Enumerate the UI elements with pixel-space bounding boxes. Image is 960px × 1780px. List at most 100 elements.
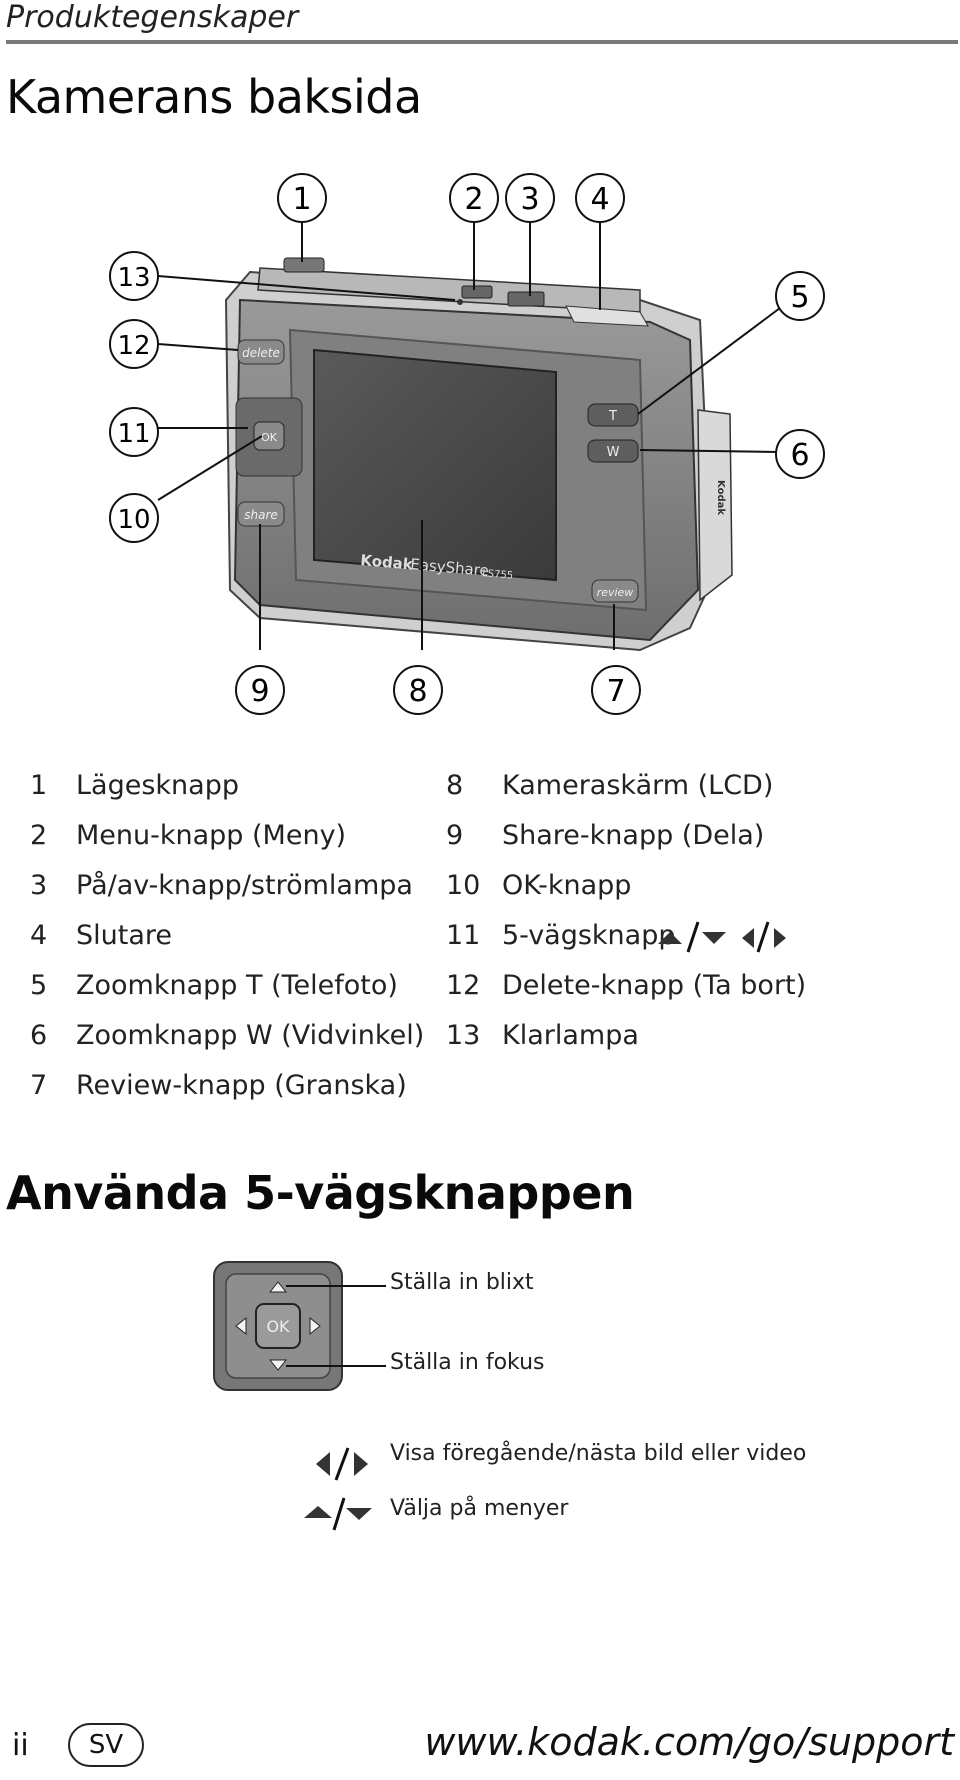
- svg-text:12: 12: [117, 331, 150, 361]
- legend-label: På/av-knapp/strömlampa: [76, 870, 413, 901]
- five-way-button: OK: [235, 397, 303, 477]
- legend-number: 7: [30, 1070, 48, 1101]
- camera-body: [224, 257, 733, 652]
- svg-text:1: 1: [292, 182, 311, 217]
- legend-number: 8: [446, 770, 464, 801]
- svg-text:6: 6: [790, 438, 809, 473]
- power-button: [507, 291, 545, 307]
- section-title-camera-back: Kamerans baksida: [6, 70, 422, 124]
- five-way-diagram: OK: [213, 1261, 386, 1531]
- up-arrow-icon: [268, 1281, 288, 1293]
- menu-button: [461, 285, 493, 299]
- svg-text:OK: OK: [266, 1317, 290, 1336]
- callout-7: 7: [591, 665, 641, 715]
- share-button: share: [237, 501, 285, 527]
- legend-label: 5-vägsknapp: [502, 920, 676, 951]
- flash-label: Ställa in blixt: [390, 1270, 534, 1295]
- callout-10: 10: [109, 493, 159, 543]
- legend-number: 3: [30, 870, 48, 901]
- legend-label: Lägesknapp: [76, 770, 239, 801]
- page-number: ii: [12, 1728, 29, 1763]
- five-way-ok-button: [255, 1303, 301, 1349]
- legend-item: 8 Kameraskärm (LCD): [446, 770, 946, 820]
- direction-arrows-icon: [658, 921, 786, 953]
- legend-label: Delete-knapp (Ta bort): [502, 970, 807, 1001]
- focus-label: Ställa in fokus: [390, 1350, 545, 1375]
- svg-text:OK: OK: [261, 431, 278, 444]
- legend-label: Zoomknapp T (Telefoto): [76, 970, 398, 1001]
- legend-item: 3 På/av-knapp/strömlampa: [30, 870, 430, 920]
- camera-model-number: LS755: [482, 568, 514, 582]
- left-right-label: Visa föregående/nästa bild eller video: [390, 1441, 807, 1466]
- legend-item: 12 Delete-knapp (Ta bort): [446, 970, 946, 1020]
- svg-text:W: W: [607, 445, 620, 460]
- svg-text:9: 9: [250, 674, 269, 709]
- legend-item: 2 Menu-knapp (Meny): [30, 820, 430, 870]
- svg-text:13: 13: [117, 263, 150, 293]
- legend-label: Share-knapp (Dela): [502, 820, 765, 851]
- svg-text:7: 7: [606, 674, 625, 709]
- legend-label: Slutare: [76, 920, 173, 951]
- legend-item: 1 Lägesknapp: [30, 770, 430, 820]
- legend-number: 13: [446, 1020, 481, 1051]
- header-rule: [6, 40, 958, 44]
- legend-label: Zoomknapp W (Vidvinkel): [76, 1020, 425, 1051]
- leader-lines: [157, 222, 781, 650]
- support-url[interactable]: www.kodak.com/go/support: [424, 1720, 954, 1764]
- legend-number: 11: [446, 920, 481, 951]
- right-arrow-icon: [309, 1316, 321, 1336]
- svg-text:T: T: [608, 409, 617, 424]
- legend-number: 9: [446, 820, 464, 851]
- legend-number: 12: [446, 970, 481, 1001]
- callout-8: 8: [393, 665, 443, 715]
- lcd-screen: [313, 348, 557, 582]
- legend-number: 4: [30, 920, 48, 951]
- up-down-label: Välja på menyer: [390, 1496, 569, 1521]
- zoom-w-button: W: [587, 439, 639, 463]
- legend-left: 1 Lägesknapp 2 Menu-knapp (Meny) 3 På/av-kn…: [30, 770, 430, 1120]
- mode-button: [283, 257, 325, 273]
- callout-12: 12: [109, 319, 159, 369]
- left-arrow-icon: [235, 1316, 247, 1336]
- camera-brand: Kodak: [360, 551, 415, 574]
- svg-text:11: 11: [117, 419, 150, 449]
- svg-text:delete: delete: [242, 346, 280, 360]
- svg-text:review: review: [597, 586, 634, 599]
- camera-side-brand: Kodak: [715, 480, 726, 515]
- legend-number: 2: [30, 820, 48, 851]
- svg-text:5: 5: [790, 280, 809, 315]
- zoom-t-button: T: [587, 403, 639, 427]
- legend-label: Menu-knapp (Meny): [76, 820, 347, 851]
- legend-number: 5: [30, 970, 48, 1001]
- section-title-five-way: Använda 5-vägsknappen: [6, 1166, 635, 1220]
- delete-button: delete: [237, 339, 285, 365]
- svg-text:8: 8: [408, 674, 427, 709]
- svg-text:share: share: [244, 508, 278, 522]
- callout-3: 3: [505, 173, 555, 223]
- callout-9: 9: [235, 665, 285, 715]
- page-header-title: Produktegenskaper: [6, 0, 299, 35]
- legend-item: 7 Review-knapp (Granska): [30, 1070, 430, 1120]
- legend-item: 13 Klarlampa: [446, 1020, 946, 1070]
- legend-label: Review-knapp (Granska): [76, 1070, 407, 1101]
- svg-text:3: 3: [520, 182, 539, 217]
- callout-13: 13: [109, 251, 159, 301]
- legend-label: Klarlampa: [502, 1020, 639, 1051]
- callout-5: 5: [775, 271, 825, 321]
- legend-item: 9 Share-knapp (Dela): [446, 820, 946, 870]
- svg-text:2: 2: [464, 182, 483, 217]
- up-down-arrows-icon: [304, 1497, 372, 1531]
- language-badge: SV: [68, 1723, 144, 1767]
- camera-back-diagram: delete OK share T W review Kodak EasySha…: [109, 173, 825, 715]
- legend-label: Kameraskärm (LCD): [502, 770, 774, 801]
- legend-item: 11 5-vägsknapp: [446, 920, 946, 970]
- callout-4: 4: [575, 173, 625, 223]
- review-button: review: [591, 579, 639, 603]
- callout-6: 6: [775, 429, 825, 479]
- shutter-button: [565, 305, 649, 327]
- legend-number: 1: [30, 770, 48, 801]
- svg-text:10: 10: [117, 505, 150, 535]
- callout-11: 11: [109, 407, 159, 457]
